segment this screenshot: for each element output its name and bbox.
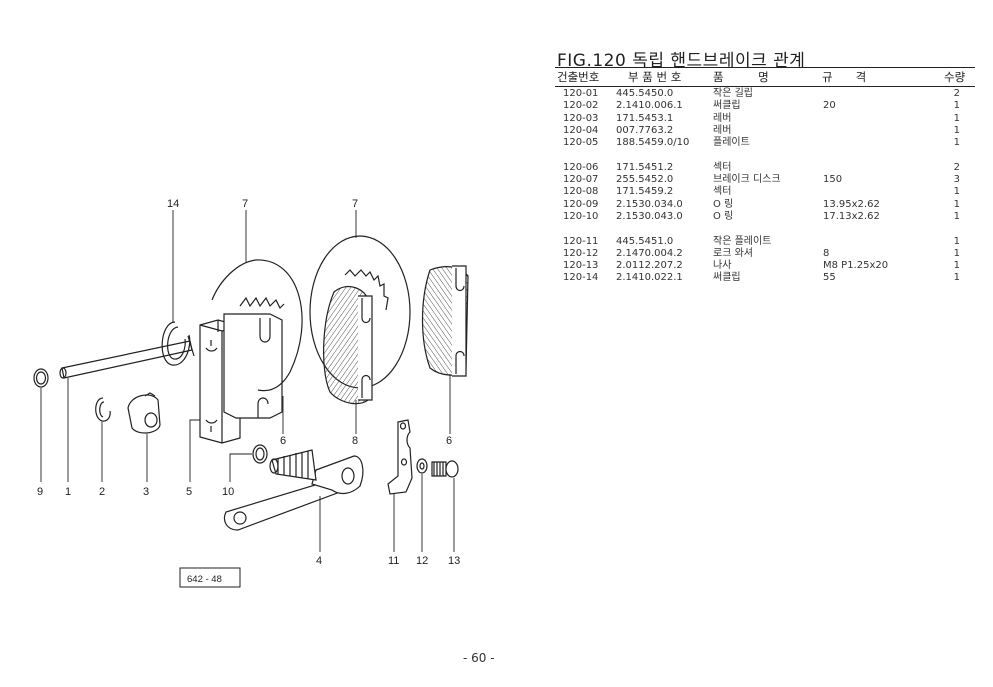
callout-7-left: 7 bbox=[242, 198, 248, 210]
callout-6-right: 6 bbox=[446, 435, 452, 447]
callout-12: 12 bbox=[416, 555, 428, 567]
part-13-screw bbox=[431, 460, 459, 478]
header-rule bbox=[555, 86, 975, 87]
callout-13: 13 bbox=[448, 555, 460, 567]
callout-10: 10 bbox=[222, 486, 234, 498]
parts-drawing: 14 7 7 9 1 2 3 5 10 6 8 6 4 11 12 13 642… bbox=[33, 198, 469, 588]
leader-lines bbox=[40, 210, 455, 552]
page-number: - 60 - bbox=[463, 651, 495, 665]
group-spacer bbox=[555, 149, 975, 161]
part-10-o-ring bbox=[252, 444, 268, 464]
header-part-name: 품 명 bbox=[713, 70, 769, 84]
drawing-code: 642 - 48 bbox=[187, 574, 222, 585]
callout-8: 8 bbox=[352, 435, 358, 447]
figure-title: FIG.120 독립 핸드브레이크 관계 bbox=[557, 51, 806, 71]
part-14-circlip bbox=[161, 321, 191, 366]
header-part-no: 부 품 번 호 bbox=[628, 70, 682, 84]
part-11-small-plate bbox=[387, 419, 413, 495]
callout-2: 2 bbox=[99, 486, 105, 498]
title-rule bbox=[555, 67, 975, 68]
part-3-cam-lever bbox=[127, 392, 161, 434]
callout-4: 4 bbox=[316, 555, 322, 567]
part-1-shaft bbox=[59, 335, 195, 379]
callout-5: 5 bbox=[186, 486, 192, 498]
callout-1: 1 bbox=[65, 486, 71, 498]
exploded-parts-diagram: 14 7 7 9 1 2 3 5 10 6 8 6 4 11 12 13 642… bbox=[33, 198, 469, 588]
drawing-code-box bbox=[179, 567, 241, 588]
part-12-lock-washer bbox=[416, 458, 428, 474]
callout-3: 3 bbox=[143, 486, 149, 498]
part-7-disc-left bbox=[211, 259, 303, 392]
part-9-ring bbox=[33, 368, 49, 388]
callout-14: 14 bbox=[167, 198, 179, 210]
part-6-sector-left bbox=[223, 313, 283, 419]
callout-9: 9 bbox=[37, 486, 43, 498]
header-spec: 규 격 bbox=[822, 70, 867, 84]
callout-11: 11 bbox=[388, 555, 399, 567]
part-6-sector-right bbox=[421, 265, 469, 377]
part-8-brake-pad bbox=[323, 286, 373, 405]
group-spacer bbox=[555, 223, 975, 235]
callout-7-right: 7 bbox=[352, 198, 358, 210]
part-2-circlip bbox=[95, 397, 111, 422]
header-ref-no: 건출번호 bbox=[557, 70, 600, 84]
callout-6-left: 6 bbox=[280, 435, 286, 447]
part-4-lever bbox=[223, 449, 364, 531]
header-qty: 수량 bbox=[944, 70, 966, 84]
